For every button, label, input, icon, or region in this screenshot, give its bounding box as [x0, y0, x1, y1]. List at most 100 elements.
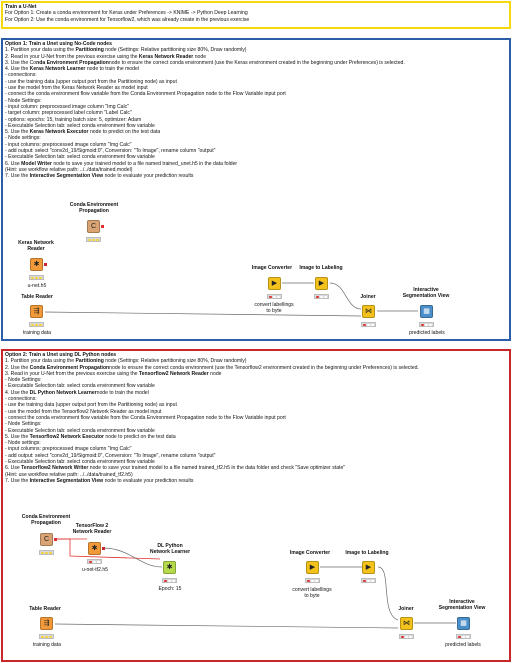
option1-instruction-pre: - use the model from the Keras Network R…: [5, 85, 148, 92]
play-icon: ▶: [309, 564, 316, 571]
opt1-image-converter-node[interactable]: ▶: [268, 277, 281, 290]
option2-instruction-post: node to predict on the test data: [104, 433, 176, 440]
option1-instruction-line: - add output: select "conv2d_19/Sigmoid:…: [5, 148, 405, 154]
option1-instruction-pre: - use the training data (upper output po…: [5, 78, 177, 85]
opt2-learner-status: [162, 578, 177, 583]
option1-instruction-line: - Executable Selection tab: select conda…: [5, 123, 405, 129]
opt2-reader-sub: u-net-tf2.h5: [81, 567, 109, 573]
option1-instruction-post: node (Settings: Relative partitioning si…: [103, 47, 247, 54]
opt1-imgconv-status: [267, 294, 282, 299]
option2-instruction-pre: 3. Read in your U-Net from the previous …: [5, 370, 139, 377]
opt2-table-title: Table Reader: [29, 606, 61, 612]
opt2-table-sub: training data: [32, 642, 62, 648]
opt1-img2lab-status: [314, 294, 329, 299]
opt2-dl-python-learner-node[interactable]: ✱: [163, 561, 176, 574]
flow-variable-port[interactable]: [101, 225, 104, 228]
opt2-reader-title: TensorFlow 2 Network Reader: [72, 523, 112, 535]
opt2-image-converter-node[interactable]: ▶: [306, 561, 319, 574]
opt2-tf2-reader-node[interactable]: ✱: [88, 542, 101, 555]
opt1-reader-title: Keras Network Reader: [18, 240, 54, 252]
option2-instruction-line: 7. Use the Interactive Segmentation View…: [5, 478, 419, 484]
option2-instruction-line: 1. Partition your data using the Partiti…: [5, 358, 419, 364]
view-icon: ▦: [423, 308, 430, 315]
opt1-segview-sub: predicted labels: [409, 330, 445, 336]
opt2-image-to-labeling-node[interactable]: ▶: [362, 561, 375, 574]
option1-instruction-pre: - connect the conda environment flow var…: [5, 91, 286, 98]
option2-instruction-pre: 1. Partition your data using the: [5, 358, 76, 365]
opt1-conda-status: [86, 237, 101, 242]
option1-instruction-post: node to predict on the test data: [88, 129, 161, 136]
option2-instruction-line: - Node settings:: [5, 440, 419, 446]
opt1-image-to-labeling-node[interactable]: ▶: [315, 277, 328, 290]
option1-instruction-pre: - target column: preprocessed label colu…: [5, 110, 132, 117]
opt1-table-status: [29, 322, 44, 327]
option1-instructions: Option 1: Train a Unet using No-Code nod…: [5, 41, 405, 180]
option2-instruction-line: - Executable Selection tab: select conda…: [5, 428, 419, 434]
option2-instruction-line: 5. Use the Tensorflow2 Network Executor …: [5, 434, 419, 440]
opt1-joiner-title: Joiner: [360, 294, 376, 300]
header-line-2: For Option 2: Use the conda environment …: [5, 16, 250, 23]
option2-instruction-pre: 5. Use the: [5, 433, 30, 440]
option2-annotation: Option 2: Train a Unet using DL Python n…: [1, 349, 511, 662]
option1-instruction-line: 3. Use the Conda Environment Propagation…: [5, 60, 405, 66]
opt2-conda-node[interactable]: C: [40, 533, 53, 546]
option1-instruction-pre: 5. Use the: [5, 129, 30, 136]
option2-instruction-pre: - use the training data (upper output po…: [5, 402, 177, 409]
play-icon: ▶: [271, 280, 278, 287]
opt2-img2lab-status: [361, 578, 376, 583]
header-line-1: For Option 1: Create a conda environment…: [5, 10, 248, 17]
option1-instruction-line: 4. Use the Keras Network Learner node to…: [5, 66, 405, 72]
option1-instruction-line: - input column: preprocessed image colum…: [5, 104, 405, 110]
option2-instruction-pre: - Node settings:: [5, 440, 41, 447]
option1-instruction-line: - use the model from the Keras Network R…: [5, 85, 405, 91]
opt2-conda-title: Conda Environment Propagation: [21, 514, 71, 526]
network-icon: ✱: [91, 545, 98, 552]
opt1-table-title: Table Reader: [21, 294, 53, 300]
option1-instruction-line: - options: epochs: 15, training batch si…: [5, 117, 405, 123]
opt1-conda-node[interactable]: C: [87, 220, 100, 233]
option2-instruction-post: node: [208, 370, 222, 377]
option2-instruction-pre: 4. Use the: [5, 389, 30, 396]
option2-instruction-line: - Node Settings:: [5, 377, 419, 383]
option2-instruction-pre: 6. Use: [5, 465, 22, 472]
option1-instruction-bold: Model Writer: [21, 160, 52, 167]
opt2-img2lab-title: Image to Labeling: [345, 550, 389, 556]
option2-instruction-line: 3. Read in your U-Net from the previous …: [5, 371, 419, 377]
option2-instruction-bold: DL Python Network Learner: [29, 389, 97, 396]
option1-heading: Option 1: Train a Unet using No-Code nod…: [5, 41, 112, 47]
option1-instruction-pre: - Node settings:: [5, 135, 41, 142]
opt1-segmentation-view-node[interactable]: ▦: [420, 305, 433, 318]
opt1-joiner-status: [361, 322, 376, 327]
option2-instruction-pre: - Node Settings:: [5, 377, 42, 384]
opt1-keras-reader-node[interactable]: ✱: [30, 258, 43, 271]
option1-instruction-pre: - add output: select "conv2d_19/Sigmoid:…: [5, 148, 216, 155]
option1-instruction-bold: Partitioning: [75, 47, 104, 54]
option1-instruction-pre: - Executable Selection tab: select conda…: [5, 154, 155, 161]
conda-icon: C: [90, 223, 97, 230]
option2-instruction-pre: 7. Use the: [5, 477, 30, 484]
model-port[interactable]: [44, 263, 47, 266]
model-port[interactable]: [102, 547, 105, 550]
option2-instruction-line: - use the training data (upper output po…: [5, 402, 419, 408]
opt2-table-reader-node[interactable]: ⇶: [40, 617, 53, 630]
option2-instruction-pre: - Executable Selection tab: select conda…: [5, 427, 155, 434]
option2-instruction-bold: Tensorflow2 Network Reader: [138, 370, 209, 377]
opt1-reader-status: [29, 275, 44, 280]
opt1-table-reader-node[interactable]: ⇶: [30, 305, 43, 318]
opt1-segview-title: Interactive Segmentation View: [402, 287, 450, 299]
option1-instruction-line: (Hint: use workflow relative path: ../..…: [5, 167, 405, 173]
option1-instruction-pre: - options: epochs: 15, training batch si…: [5, 116, 142, 123]
header-title: Train a U-Net: [5, 4, 37, 10]
opt1-conda-title: Conda Environment Propagation: [69, 202, 119, 214]
opt1-joiner-node[interactable]: ⋈: [362, 305, 375, 318]
opt2-learner-sub: Epoch: 15: [158, 586, 182, 592]
option2-instruction-post: node to evaluate your prediction results: [103, 477, 194, 484]
option1-instruction-pre: - Executable Selection tab: select conda…: [5, 122, 155, 129]
network-icon: ✱: [33, 261, 40, 268]
opt2-segmentation-view-node[interactable]: ▦: [457, 617, 470, 630]
flow-variable-port[interactable]: [54, 538, 57, 541]
option1-instruction-bold: Interactive Segmentation View: [29, 173, 104, 180]
option2-instruction-line: 2. Use the Conda Environment Propagation…: [5, 365, 419, 371]
opt2-joiner-node[interactable]: ⋈: [400, 617, 413, 630]
opt1-img2lab-title: Image to Labeling: [299, 265, 343, 271]
